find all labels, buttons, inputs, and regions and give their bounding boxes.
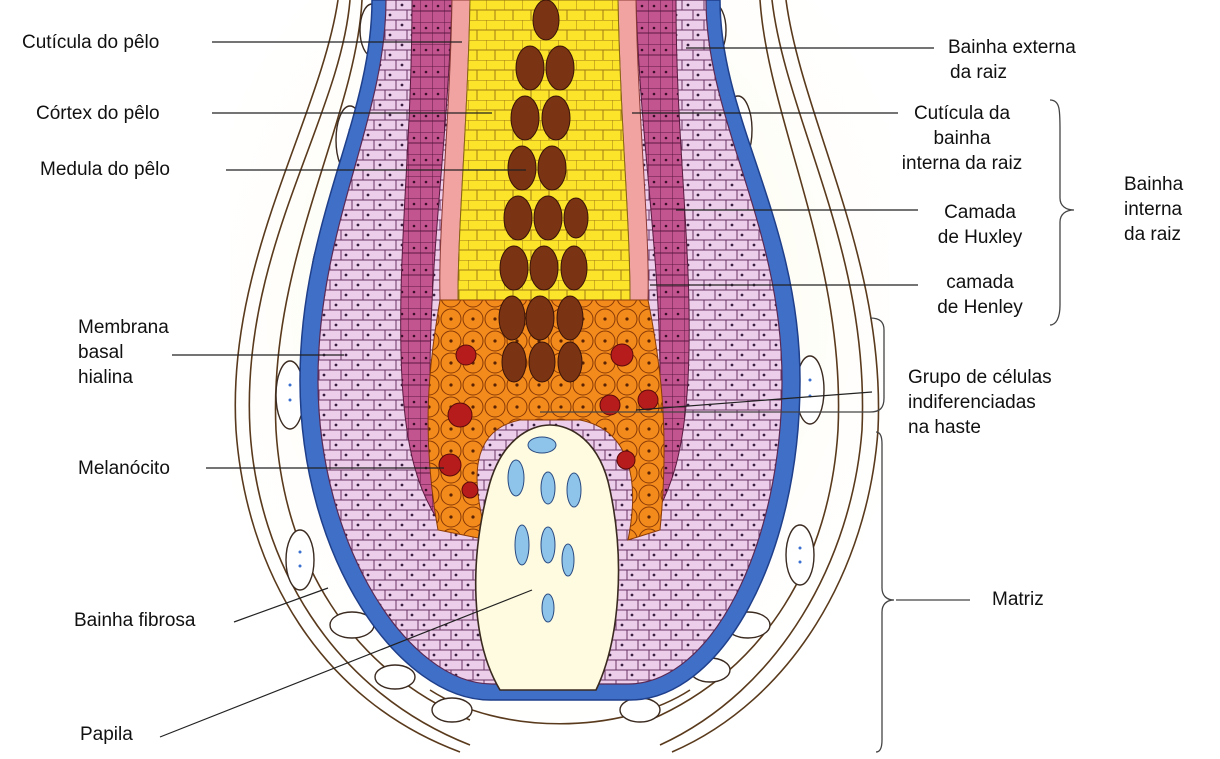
label-bainha-fibrosa: Bainha fibrosa — [74, 608, 195, 633]
label-matriz: Matriz — [992, 587, 1044, 612]
label-medula-pelo: Medula do pêlo — [40, 157, 170, 182]
label-camada-henley: camada de Henley — [920, 270, 1040, 320]
label-melanocito: Melanócito — [78, 456, 170, 481]
label-camada-huxley: Camada de Huxley — [920, 200, 1040, 250]
label-membrana-basal: Membrana basal hialina — [78, 315, 169, 390]
label-cortex-pelo: Córtex do pêlo — [36, 101, 160, 126]
label-cuticula-bainha: Cutícula da bainha interna da raiz — [872, 101, 1052, 176]
label-bainha-externa: Bainha externa da raiz — [948, 35, 1076, 85]
label-papila: Papila — [80, 722, 133, 747]
label-bainha-interna: Bainha interna da raiz — [1124, 172, 1183, 247]
label-cuticula-pelo: Cutícula do pêlo — [22, 30, 159, 55]
label-grupo-celulas: Grupo de células indiferenciadas na hast… — [908, 365, 1052, 440]
